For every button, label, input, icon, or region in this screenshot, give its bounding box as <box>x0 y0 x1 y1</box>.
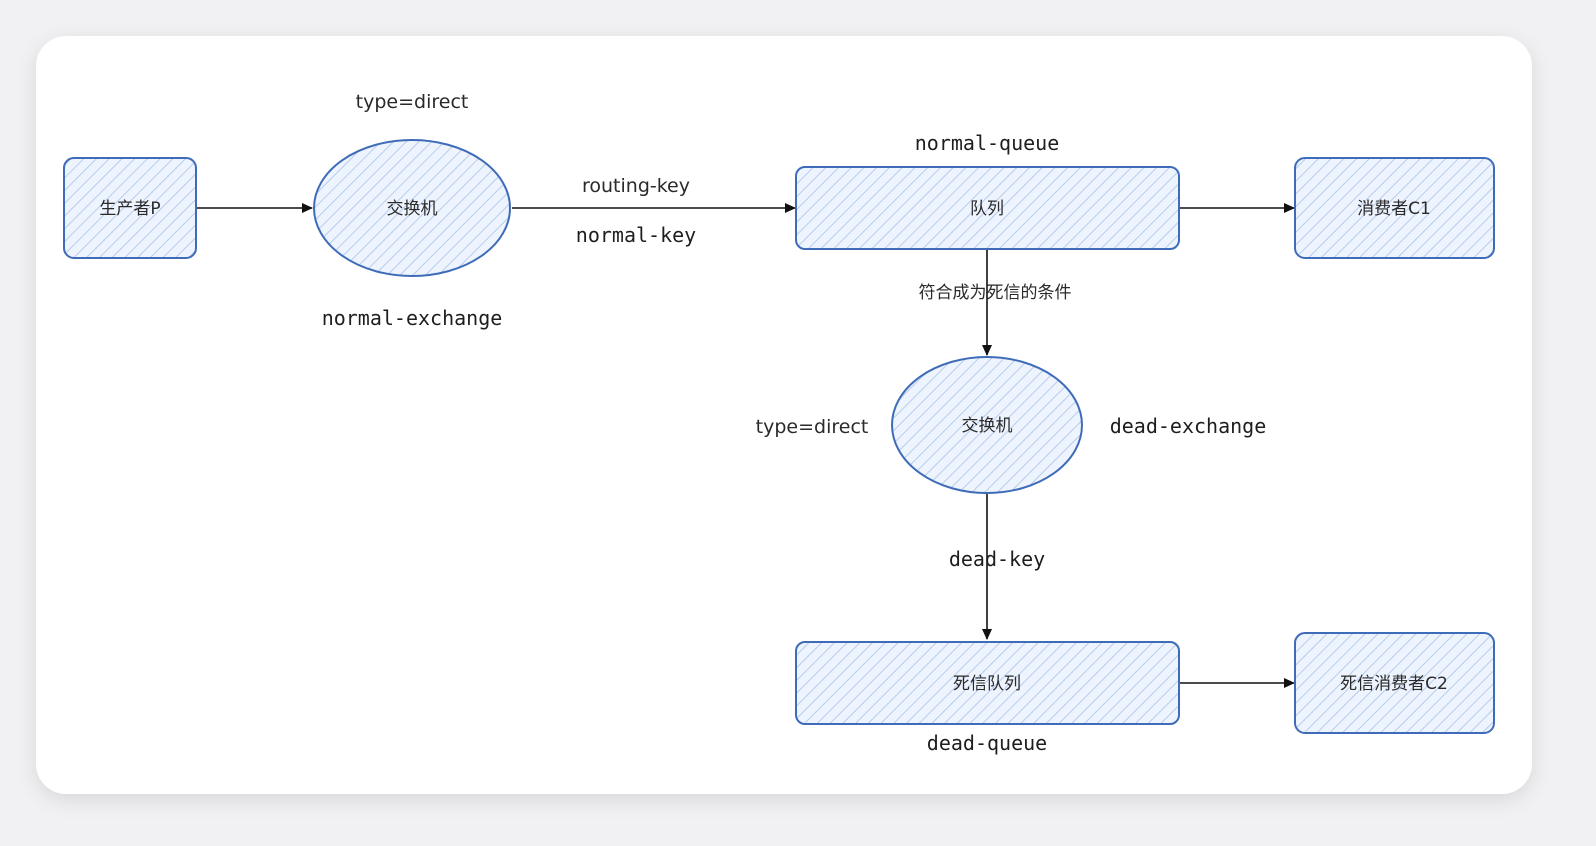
producer-node[interactable]: 生产者P <box>63 157 197 259</box>
normal-queue-name-label: normal-queue <box>915 131 1060 155</box>
dead-consumer-c2-node[interactable]: 死信消费者C2 <box>1294 632 1495 734</box>
normal-exchange-label: 交换机 <box>387 199 438 219</box>
normal-exchange-node[interactable]: 交换机 <box>313 139 511 277</box>
dead-queue-label: 死信队列 <box>953 674 1021 694</box>
normal-key-label: normal-key <box>576 223 696 247</box>
producer-label: 生产者P <box>99 199 160 219</box>
dead-exchange-type-label: type=direct <box>756 416 869 438</box>
dead-exchange-name-label: dead-exchange <box>1110 414 1267 438</box>
dead-queue-name-label: dead-queue <box>927 731 1047 755</box>
normal-exchange-type-label: type=direct <box>356 91 469 113</box>
routing-key-label: routing-key <box>582 175 690 197</box>
normal-queue-label: 队列 <box>970 199 1004 219</box>
normal-exchange-name-label: normal-exchange <box>322 306 503 330</box>
diagram-card <box>36 36 1532 794</box>
consumer-c1-label: 消费者C1 <box>1357 199 1431 219</box>
dead-queue-node[interactable]: 死信队列 <box>795 641 1180 725</box>
dead-key-label: dead-key <box>949 547 1045 571</box>
consumer-c1-node[interactable]: 消费者C1 <box>1294 157 1495 259</box>
normal-queue-node[interactable]: 队列 <box>795 166 1180 250</box>
dead-exchange-label: 交换机 <box>962 416 1013 436</box>
dead-exchange-node[interactable]: 交换机 <box>891 356 1083 494</box>
dead-letter-condition-label: 符合成为死信的条件 <box>919 283 1072 303</box>
dead-consumer-c2-label: 死信消费者C2 <box>1340 674 1448 694</box>
